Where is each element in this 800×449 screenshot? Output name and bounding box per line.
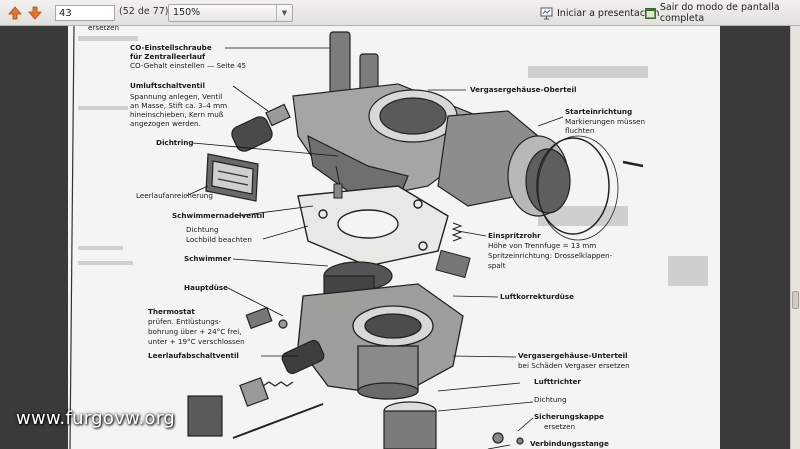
start-presentation-button[interactable]: Iniciar a presentación xyxy=(540,5,660,21)
previous-page-icon[interactable] xyxy=(7,5,23,21)
presentation-icon xyxy=(540,7,553,19)
start-presentation-label: Iniciar a presentación xyxy=(557,7,660,19)
label-co-title1: CO-Einstellschraube xyxy=(130,43,212,52)
label-leerlaufanreicherung: Leerlaufanreicherung xyxy=(136,191,213,200)
zoom-select[interactable]: 150% ▼ xyxy=(168,4,293,22)
label-co-title3: CO-Gehalt einstellen — Seite 45 xyxy=(130,61,247,70)
label-dichtung1-l1: Dichtung xyxy=(186,225,219,234)
label-lufttrichter: Lufttrichter xyxy=(534,377,581,386)
label-umluft-title: Umluftschaltventil xyxy=(130,81,205,90)
label-umluft-l2: an Masse, Stift ca. 3–4 mm xyxy=(130,101,228,110)
label-co-title2: für Zentralleerlauf xyxy=(130,52,206,61)
label-thermostat-title: Thermostat xyxy=(148,307,195,316)
label-einspritzrohr-title: Einspritzrohr xyxy=(488,231,541,240)
label-umluft-l3: hineinschieben, Kern muß xyxy=(130,110,224,119)
label-sicherungskappe-title: Sicherungskappe xyxy=(534,412,604,421)
label-thermostat-l3: unter + 19°C verschlossen xyxy=(148,337,245,346)
label-umluft-l4: angezogen werden. xyxy=(130,119,201,128)
label-ersetzen: ersetzen xyxy=(88,26,120,32)
label-dichtung1-l2: Lochbild beachten xyxy=(186,235,252,244)
exit-fullscreen-button[interactable]: Sair do modo de pantalla completa xyxy=(645,2,800,24)
label-leerlaufabschaltventil: Leerlaufabschaltventil xyxy=(148,351,239,360)
exit-fullscreen-icon xyxy=(645,7,656,19)
exit-fullscreen-label: Sair do modo de pantalla completa xyxy=(659,2,780,24)
label-schwimmernadelventil: Schwimmernadelventil xyxy=(172,211,265,220)
page-number-input[interactable]: 43 xyxy=(55,5,115,21)
label-unterteil-title: Vergasergehäuse-Unterteil xyxy=(518,351,628,360)
label-oberteil: Vergasergehäuse-Oberteil xyxy=(470,85,577,94)
label-starteinrichtung-l1: Markierungen müssen xyxy=(565,117,646,126)
document-viewer-toolbar: 43 (52 de 77) 150% ▼ Iniciar a presentac… xyxy=(0,0,800,26)
document-page: ersetzen CO-Einstellschraube für Zentral… xyxy=(68,26,720,449)
label-einspritzrohr-l1: Höhe von Trennfuge = 13 mm xyxy=(488,241,597,250)
label-thermostat-l1: prüfen. Entlüstungs- xyxy=(148,317,222,326)
label-thermostat-l2: bohrung über + 24°C frei, xyxy=(148,327,242,336)
label-einspritzrohr-l2: Spritzeinrichtung: Drosselklappen- xyxy=(488,251,613,260)
label-schwimmer: Schwimmer xyxy=(184,254,232,263)
label-luftkorrekturduese: Luftkorrekturdüse xyxy=(500,292,575,301)
label-starteinrichtung-title: Starteinrichtung xyxy=(565,107,633,116)
label-hauptduese: Hauptdüse xyxy=(184,283,228,292)
scrollbar-thumb[interactable] xyxy=(792,291,799,309)
label-verbindungsstange: Verbindungsstange xyxy=(530,439,609,448)
label-dichtung2: Dichtung xyxy=(534,395,567,404)
zoom-value: 150% xyxy=(173,7,201,18)
label-sicherungskappe-l1: ersetzen xyxy=(544,422,576,431)
chevron-down-icon: ▼ xyxy=(276,5,292,21)
label-einspritzrohr-l3: spalt xyxy=(488,261,506,270)
vertical-scrollbar[interactable] xyxy=(790,26,800,449)
page-count: (52 de 77) xyxy=(119,6,169,17)
label-dichtring: Dichtring xyxy=(156,138,194,147)
watermark: www.furgovw.org xyxy=(16,408,175,429)
label-starteinrichtung-l2: fluchten xyxy=(565,126,595,135)
carburetor-exploded-diagram xyxy=(69,26,708,449)
label-unterteil-l1: bei Schäden Vergaser ersetzen xyxy=(518,361,630,370)
next-page-icon[interactable] xyxy=(27,5,43,21)
label-umluft-l1: Spannung anlegen, Ventil xyxy=(130,92,223,101)
